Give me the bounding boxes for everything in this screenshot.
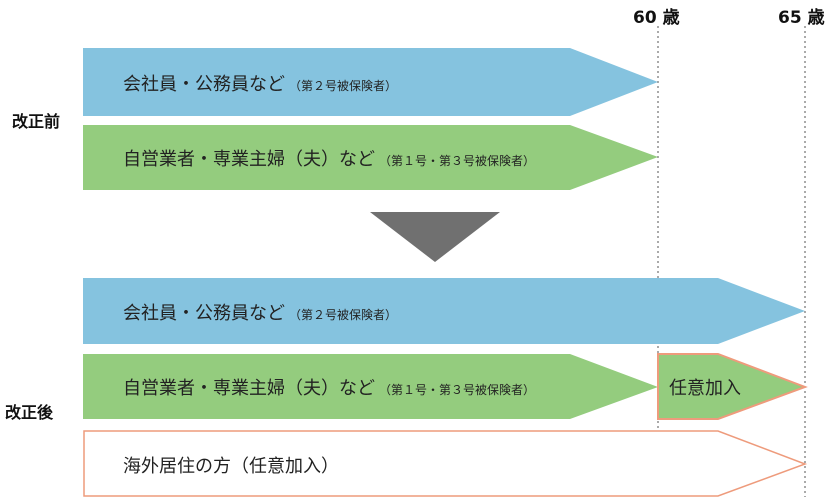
before-self-sub: （第１号・第３号被保険者） [379, 154, 536, 168]
before-self-main: 自営業者・専業主婦（夫）など [123, 149, 375, 170]
after-overseas-bar [83, 430, 808, 497]
before-label: 改正前 [12, 112, 61, 131]
age-65-label: 65 歳 [778, 8, 825, 28]
before-employee-sub: （第２号被保険者） [289, 79, 398, 93]
age-60-label: 60 歳 [633, 8, 680, 28]
after-self-sub: （第１号・第３号被保険者） [379, 383, 536, 397]
after-employee-main: 会社員・公務員など [123, 303, 285, 324]
before-employee-main: 会社員・公務員など [123, 74, 285, 95]
after-self-text: 自営業者・専業主婦（夫）など （第１号・第３号被保険者） [123, 374, 535, 400]
after-employee-sub: （第２号被保険者） [289, 308, 398, 322]
after-optional-bar [657, 353, 808, 420]
transition-arrow [370, 212, 500, 262]
after-overseas-text: 海外居住の方（任意加入） [123, 456, 339, 477]
after-self-bar [83, 354, 658, 419]
before-self-text: 自営業者・専業主婦（夫）など （第１号・第３号被保険者） [123, 145, 535, 171]
before-employee-text: 会社員・公務員など （第２号被保険者） [123, 70, 397, 96]
before-self-bar [83, 125, 658, 190]
after-employee-bar [83, 278, 805, 344]
after-employee-text: 会社員・公務員など （第２号被保険者） [123, 299, 397, 325]
before-employee-bar [83, 48, 658, 116]
after-optional-text: 任意加入 [669, 378, 741, 399]
after-self-main: 自営業者・専業主婦（夫）など [123, 378, 375, 399]
after-label: 改正後 [5, 403, 54, 422]
